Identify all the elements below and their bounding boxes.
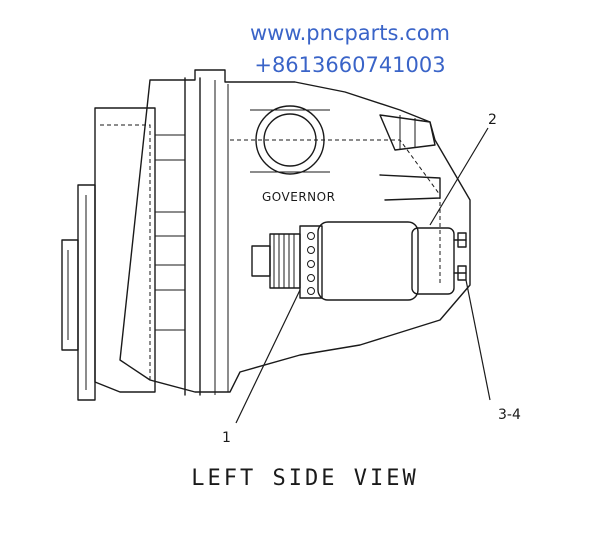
watermark-phone: +8613660741003	[254, 53, 446, 77]
view-caption: LEFT SIDE VIEW	[191, 466, 419, 491]
top-port	[250, 105, 330, 175]
watermark-website: www.pncparts.com	[250, 21, 450, 45]
callout-3-4: 3-4	[498, 407, 521, 423]
callout-leaders	[235, 127, 491, 424]
pulley-housing	[61, 107, 156, 401]
governor-body	[100, 69, 471, 396]
callout-2: 2	[488, 112, 497, 128]
shutoff-solenoid	[251, 221, 467, 301]
callout-1: 1	[222, 430, 231, 446]
bracket	[379, 114, 441, 201]
governor-label: GOVERNOR	[262, 190, 335, 204]
